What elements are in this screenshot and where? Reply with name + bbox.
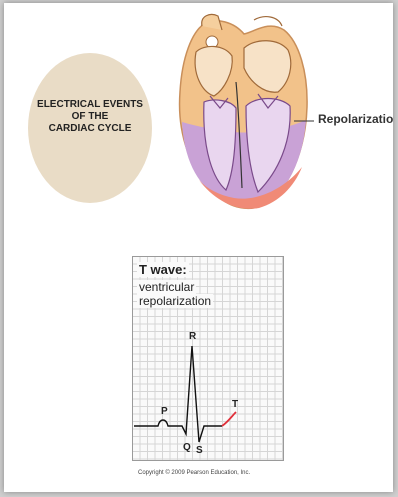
t-wave-trace [222, 412, 236, 426]
q-wave-label: Q [183, 442, 191, 453]
s-wave-label: S [196, 445, 203, 456]
vena-cava [254, 17, 282, 26]
title-text: ELECTRICAL EVENTS OF THE CARDIAC CYCLE [28, 99, 152, 135]
r-wave-label: R [189, 331, 196, 342]
title-line-3: CARDIAC CYCLE [28, 123, 152, 135]
title-line-2: OF THE [28, 111, 152, 123]
copyright-notice: Copyright © 2009 Pearson Education, Inc. [138, 470, 250, 476]
title-line-1: ELECTRICAL EVENTS [28, 99, 152, 111]
heart-illustration [174, 12, 314, 217]
p-wave-label: P [161, 406, 168, 417]
ecg-pqrs-trace [134, 346, 222, 442]
t-wave-label: T [232, 399, 238, 410]
repolarization-label: Repolarizatio [318, 112, 393, 126]
ecg-trace [132, 256, 282, 459]
